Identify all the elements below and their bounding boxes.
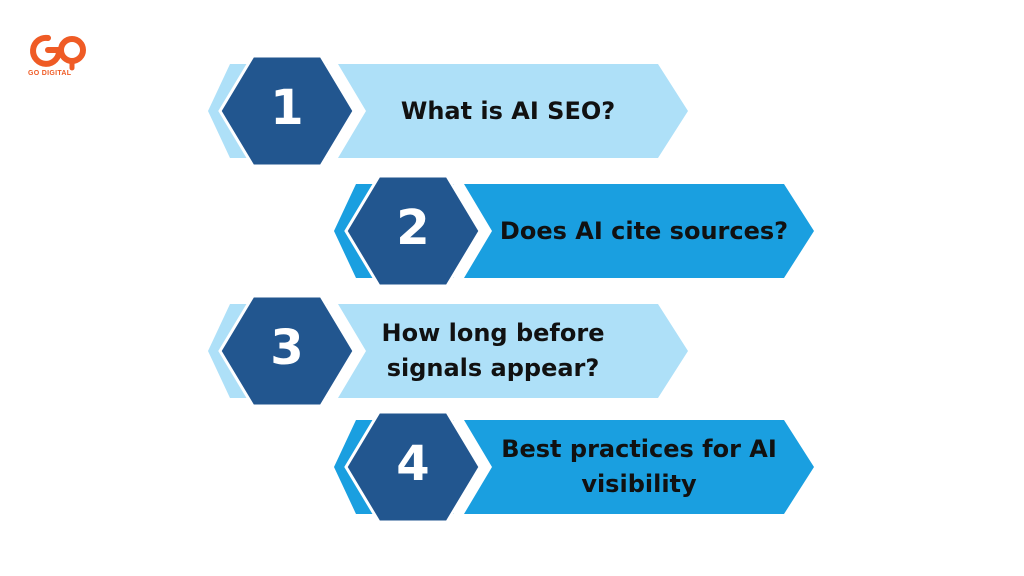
step-3-number: 3 xyxy=(270,320,304,376)
step-3: 3 How long before signals appear? xyxy=(208,294,828,408)
step-2-number: 2 xyxy=(396,200,430,256)
logo-mark-icon xyxy=(30,34,86,71)
step-1: 1 What is AI SEO? xyxy=(208,54,828,168)
go-digital-logo: GO DIGITAL xyxy=(28,32,92,82)
step-3-label: How long before signals appear? xyxy=(381,319,605,382)
step-4-shape xyxy=(334,410,814,524)
step-2-label: Does AI cite sources? xyxy=(499,216,789,245)
step-2-shape xyxy=(334,174,814,288)
step-1-shape xyxy=(208,54,688,168)
step-2: 2 Does AI cite sources? xyxy=(334,174,954,288)
step-1-label: What is AI SEO? xyxy=(400,96,616,125)
step-4-number: 4 xyxy=(396,436,430,492)
step-3-shape xyxy=(208,294,688,408)
step-1-number: 1 xyxy=(270,80,304,136)
step-4: 4 Best practices for AI visibility xyxy=(334,410,954,524)
step-4-label: Best practices for AI visibility xyxy=(501,435,777,498)
logo-text: GO DIGITAL xyxy=(28,70,72,77)
